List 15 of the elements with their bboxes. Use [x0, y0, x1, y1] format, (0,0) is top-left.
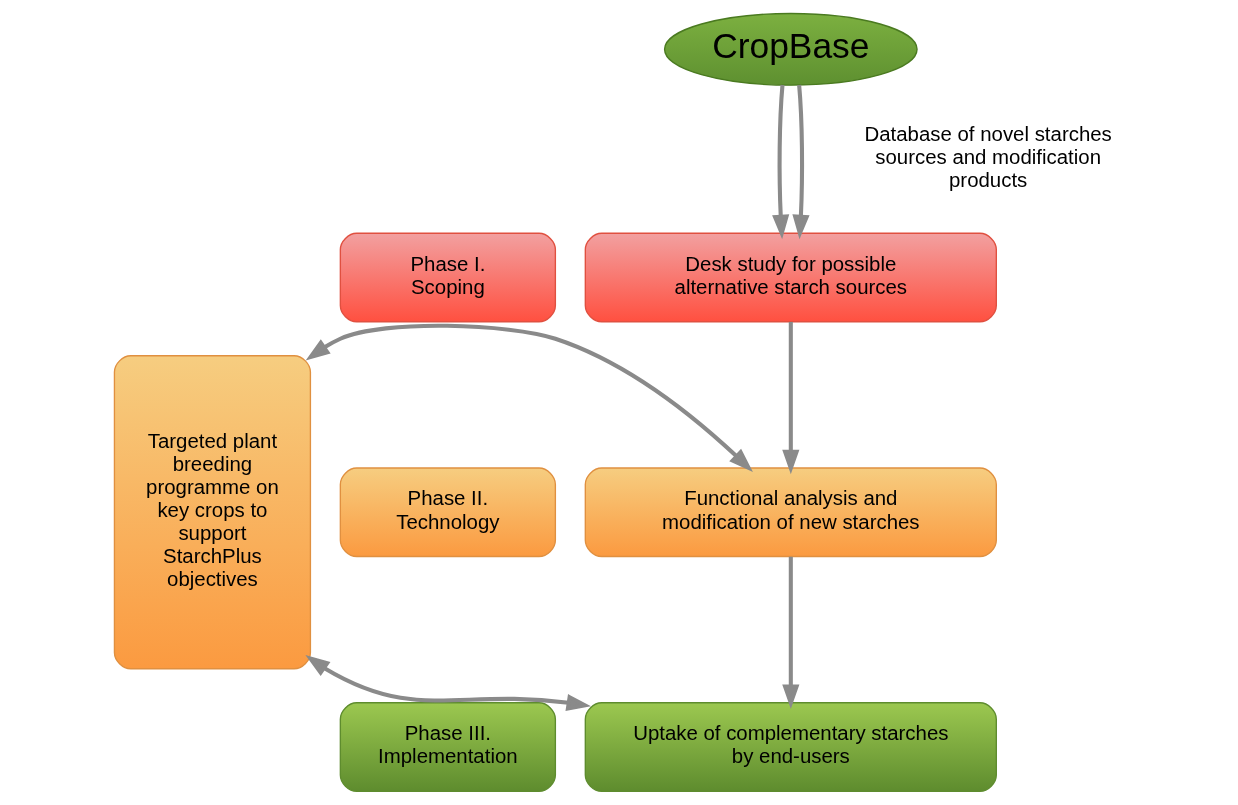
arrow [772, 84, 790, 240]
arrow [305, 655, 592, 712]
node-box: Targeted plant breeding programme on key crops to support StarchPlus objectives [113, 355, 312, 670]
arrow [782, 556, 800, 709]
node-box: Uptake of complementary starches by end-users [584, 702, 997, 792]
node-box: Functional analysis and modification of new starches [584, 467, 997, 558]
arrow [305, 323, 753, 472]
node-box: Phase I. Scoping [339, 232, 557, 323]
node-ellipse: CropBase [663, 12, 918, 86]
arrow [792, 84, 810, 240]
node-box: Phase II. Technology [339, 467, 557, 558]
arrow [782, 322, 800, 475]
node-box: Phase III. Implementation [339, 702, 557, 792]
label: Database of novel starches sources and modification products [864, 122, 1112, 192]
node-box: Desk study for possible alternative starch sources [584, 232, 997, 323]
